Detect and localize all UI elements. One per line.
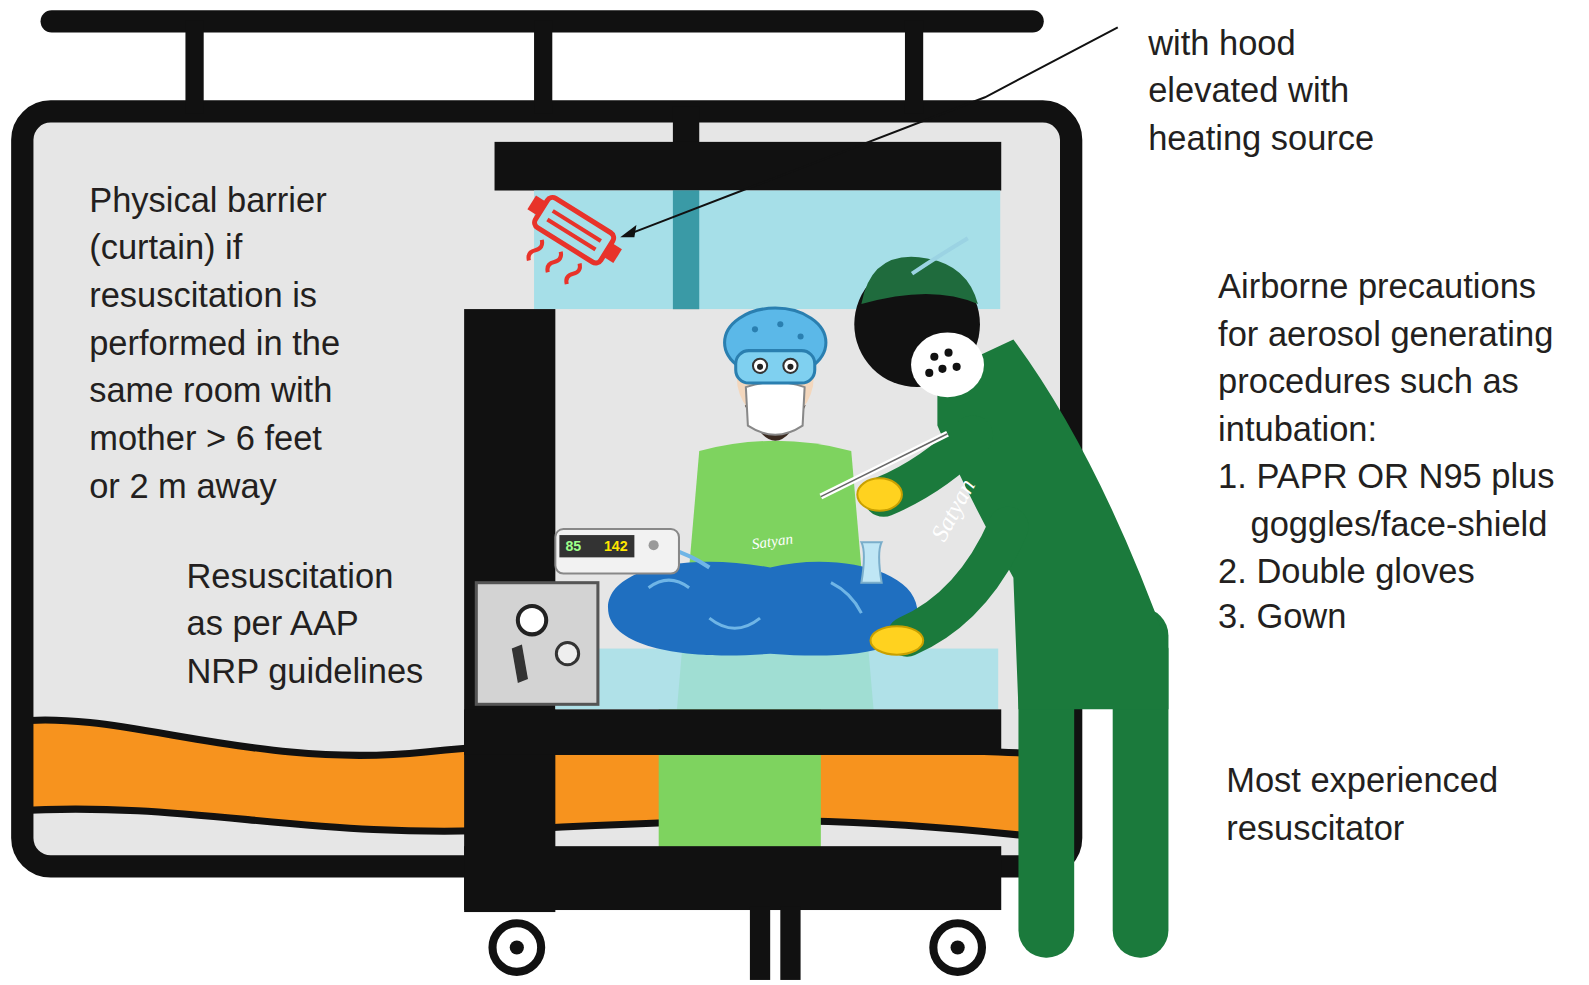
blender-dial bbox=[518, 606, 546, 634]
tray-base bbox=[464, 709, 1001, 755]
mask-dot bbox=[944, 349, 952, 357]
resuscitator-arm bbox=[907, 527, 1008, 636]
wheel bbox=[493, 923, 542, 972]
precaution-item: 3. Gown bbox=[1218, 592, 1570, 640]
pupil bbox=[787, 364, 793, 370]
papr-hose bbox=[912, 238, 968, 273]
cap-dot bbox=[777, 321, 783, 327]
rail-post bbox=[905, 20, 923, 113]
warmer-hood bbox=[534, 191, 1000, 310]
wheel bbox=[933, 923, 982, 972]
blender-knob bbox=[512, 645, 528, 684]
precautions-heading: Airborne precautions for aerosol generat… bbox=[1218, 262, 1570, 453]
glove bbox=[857, 478, 902, 510]
blender-port bbox=[556, 642, 578, 664]
wheel-hub bbox=[951, 940, 965, 954]
assistant-goggles bbox=[736, 351, 815, 383]
guideline-note: Resuscitation as per AAP NRP guidelines bbox=[186, 552, 431, 695]
glove bbox=[871, 626, 924, 654]
resuscitator-torso bbox=[937, 339, 1168, 709]
warmer-head bbox=[495, 142, 1002, 191]
monitor-display bbox=[559, 535, 634, 557]
mask-dot bbox=[953, 363, 961, 371]
pupil bbox=[757, 364, 763, 370]
rail-post bbox=[534, 20, 552, 113]
baby-outline bbox=[649, 580, 862, 628]
barrier-note: Physical barrier (curtain) if resuscitat… bbox=[89, 176, 350, 509]
monitor-reading: 85 bbox=[565, 539, 581, 553]
rail-post bbox=[185, 20, 203, 113]
heater-icon bbox=[505, 189, 626, 299]
hood-note: with hood elevated with heating source bbox=[1148, 19, 1386, 162]
monitor-reading: 142 bbox=[604, 539, 628, 553]
respirator-mask bbox=[911, 332, 984, 397]
mask-dot bbox=[938, 365, 946, 373]
bag-mask bbox=[861, 542, 881, 583]
wheel-hub bbox=[510, 940, 524, 954]
monitor bbox=[555, 529, 679, 574]
bed-tray bbox=[555, 649, 998, 710]
mask-dot bbox=[925, 369, 933, 377]
assistant-leg bbox=[750, 907, 770, 980]
eye bbox=[783, 359, 797, 373]
precaution-item: 2. Double gloves bbox=[1218, 547, 1570, 595]
helmet-dome bbox=[861, 257, 978, 304]
role-note: Most experienced resuscitator bbox=[1226, 756, 1520, 851]
monitor-knob bbox=[649, 540, 659, 550]
eye bbox=[753, 359, 767, 373]
mask-dot bbox=[930, 353, 938, 361]
leader-arrowhead bbox=[620, 225, 636, 237]
stand-base bbox=[464, 846, 1001, 910]
cap-dot bbox=[798, 333, 804, 339]
cap-dot bbox=[752, 326, 758, 332]
assistant-mask bbox=[746, 382, 805, 435]
assistant-leg bbox=[780, 907, 800, 980]
leader-line bbox=[626, 27, 1117, 235]
gas-blender bbox=[476, 583, 598, 705]
precaution-item: 1. PAPR OR N95 plus goggles/face-shield bbox=[1218, 452, 1570, 547]
